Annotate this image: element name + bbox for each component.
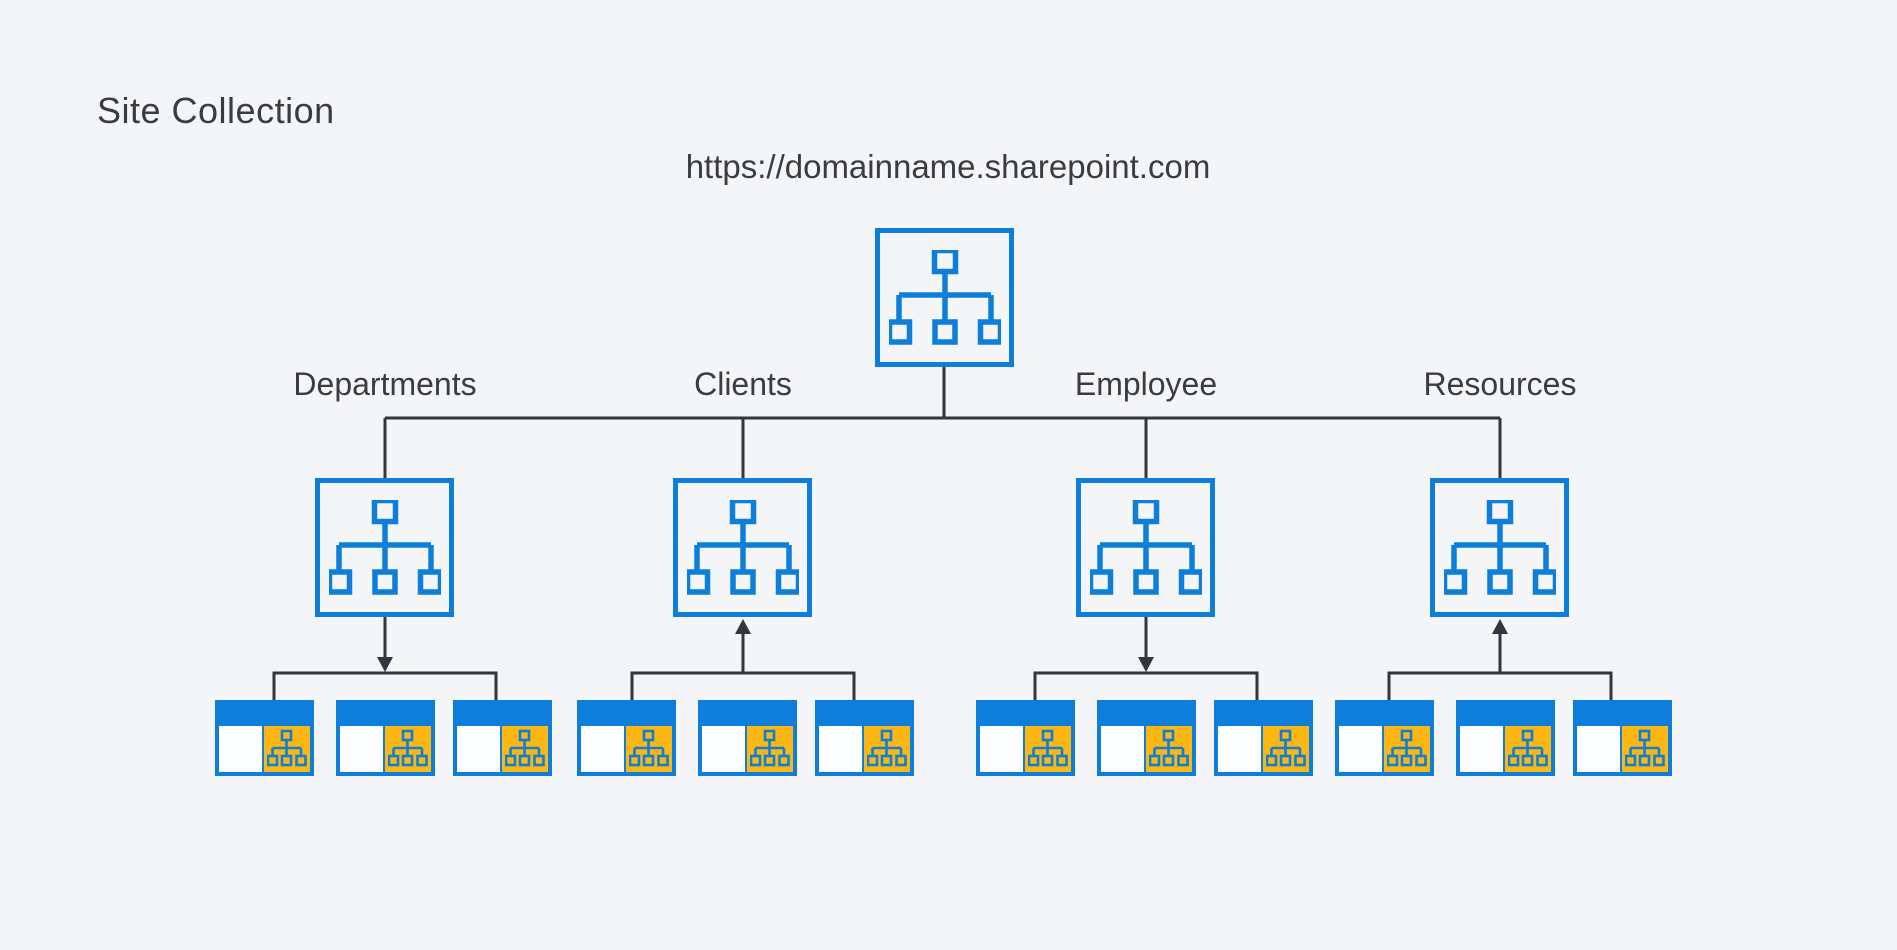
clients-up-arrow-icon [735,619,751,634]
tile-blank-panel [1339,726,1382,772]
clients-subsite-rail [630,671,856,700]
tile-blank-panel [1218,726,1261,772]
tile-blank-panel [1460,726,1503,772]
subsite-tile [698,700,797,776]
tile-blank-panel [980,726,1023,772]
subsite-tile [577,700,676,776]
branch-site-node-clients [673,478,812,617]
subsite-window-icon [1505,726,1551,772]
tile-blank-panel [1577,726,1620,772]
subsite-window-icon [1622,726,1668,772]
branch-label-resources: Resources [1423,366,1577,402]
subsite-tile [815,700,914,776]
subsite-window-icon [747,726,793,772]
branch-label-employee: Employee [1074,366,1218,402]
tile-blank-panel [340,726,383,772]
subsite-window-icon [1146,726,1192,772]
site-collection-url: https://domainname.sharepoint.com [685,148,1211,185]
branch-label-departments: Departments [293,366,477,402]
top-tree-connector [383,367,1502,478]
tile-blank-panel [1101,726,1144,772]
subsite-tile [215,700,314,776]
departments-subsite-rail [272,671,498,700]
subsite-tile [453,700,552,776]
tile-blank-panel [581,726,624,772]
employee-subsite-rail [1033,671,1259,700]
subsite-tile [336,700,435,776]
tile-blank-panel [819,726,862,772]
resources-up-arrow-icon [1492,619,1508,634]
branch-site-node-departments [315,478,454,617]
employee-down-arrow-icon [1138,657,1154,672]
subsite-window-icon [1384,726,1430,772]
subsite-tile [1214,700,1313,776]
org-chart-icon [328,500,441,595]
subsite-window-icon [385,726,431,772]
subsite-tile [976,700,1075,776]
resources-subsite-rail [1387,671,1613,700]
org-chart-icon [686,500,799,595]
org-chart-icon [1443,500,1556,595]
tile-blank-panel [219,726,262,772]
subsite-window-icon [864,726,910,772]
org-chart-icon [1089,500,1202,595]
subsite-tile [1097,700,1196,776]
branch-site-node-employee [1076,478,1215,617]
subsite-window-icon [502,726,548,772]
tile-blank-panel [457,726,500,772]
org-chart-icon [888,250,1001,345]
page-title: Site Collection [97,90,335,131]
subsite-window-icon [1263,726,1309,772]
subsite-tile [1335,700,1434,776]
departments-down-arrow-icon [377,657,393,672]
subsite-window-icon [264,726,310,772]
branch-label-clients: Clients [694,366,792,402]
root-site-node [875,228,1014,367]
subsite-tile [1573,700,1672,776]
subsite-window-icon [626,726,672,772]
branch-site-node-resources [1430,478,1569,617]
tile-blank-panel [702,726,745,772]
subsite-tile [1456,700,1555,776]
subsite-window-icon [1025,726,1071,772]
